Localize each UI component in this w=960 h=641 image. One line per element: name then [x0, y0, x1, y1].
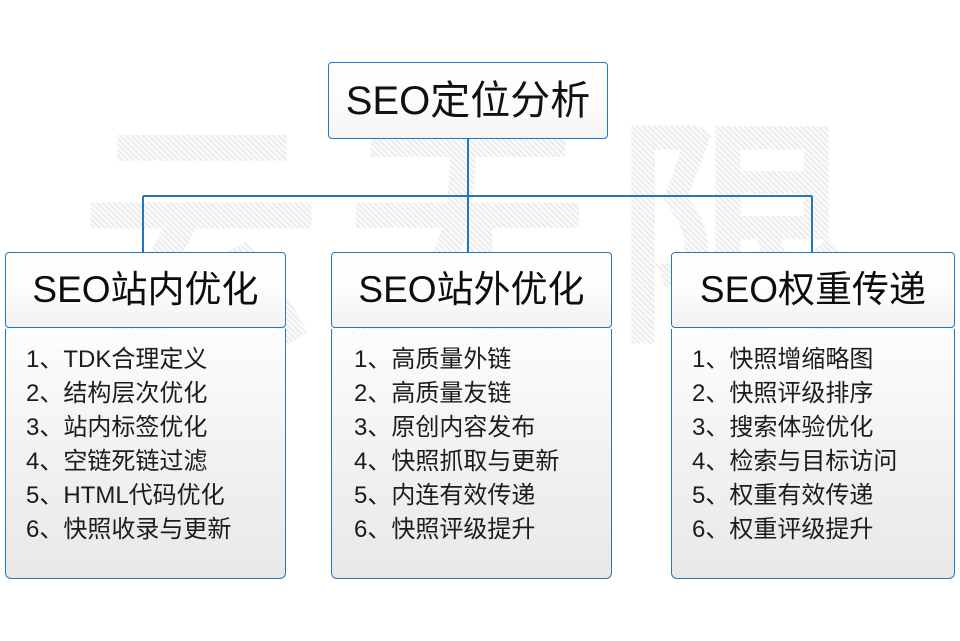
branch-list-3: 1、快照增缩略图 2、快照评级排序 3、搜索体验优化 4、检索与目标访问 5、权… [672, 343, 954, 547]
branch-column-2: SEO站外优化 1、高质量外链 2、高质量友链 3、原创内容发布 4、快照抓取与… [331, 252, 612, 579]
branch-header-2[interactable]: SEO站外优化 [331, 252, 612, 328]
list-item[interactable]: 6、快照收录与更新 [26, 516, 232, 543]
branch-list-1: 1、TDK合理定义 2、结构层次优化 3、站内标签优化 4、空链死链过滤 5、H… [6, 343, 285, 547]
list-item[interactable]: 5、内连有效传递 [354, 482, 536, 509]
list-item[interactable]: 3、原创内容发布 [354, 414, 536, 441]
branch-header-3[interactable]: SEO权重传递 [671, 252, 955, 328]
list-item[interactable]: 5、HTML代码优化 [26, 482, 225, 509]
list-item[interactable]: 6、权重评级提升 [692, 516, 874, 543]
branch-column-3: SEO权重传递 1、快照增缩略图 2、快照评级排序 3、搜索体验优化 4、检索与… [671, 252, 955, 579]
list-item[interactable]: 2、高质量友链 [354, 380, 512, 407]
branch-body-1: 1、TDK合理定义 2、结构层次优化 3、站内标签优化 4、空链死链过滤 5、H… [5, 329, 286, 579]
list-item[interactable]: 2、结构层次优化 [26, 380, 208, 407]
list-item[interactable]: 1、高质量外链 [354, 346, 512, 373]
list-item[interactable]: 1、TDK合理定义 [26, 346, 208, 373]
branch-header-label-2: SEO站外优化 [358, 269, 585, 310]
branch-body-3: 1、快照增缩略图 2、快照评级排序 3、搜索体验优化 4、检索与目标访问 5、权… [671, 329, 955, 579]
branch-column-1: SEO站内优化 1、TDK合理定义 2、结构层次优化 3、站内标签优化 4、空链… [5, 252, 286, 579]
list-item[interactable]: 3、站内标签优化 [26, 414, 208, 441]
branch-header-1[interactable]: SEO站内优化 [5, 252, 286, 328]
list-item[interactable]: 4、快照抓取与更新 [354, 448, 560, 475]
list-item[interactable]: 3、搜索体验优化 [692, 414, 874, 441]
branch-list-2: 1、高质量外链 2、高质量友链 3、原创内容发布 4、快照抓取与更新 5、内连有… [332, 343, 611, 547]
root-node-label: SEO定位分析 [345, 78, 591, 123]
branch-header-label-1: SEO站内优化 [32, 269, 259, 310]
list-item[interactable]: 2、快照评级排序 [692, 380, 874, 407]
root-node[interactable]: SEO定位分析 [328, 62, 608, 139]
list-item[interactable]: 6、快照评级提升 [354, 516, 536, 543]
list-item[interactable]: 1、快照增缩略图 [692, 346, 874, 373]
list-item[interactable]: 5、权重有效传递 [692, 482, 874, 509]
list-item[interactable]: 4、空链死链过滤 [26, 448, 208, 475]
list-item[interactable]: 4、检索与目标访问 [692, 448, 898, 475]
branch-body-2: 1、高质量外链 2、高质量友链 3、原创内容发布 4、快照抓取与更新 5、内连有… [331, 329, 612, 579]
branch-header-label-3: SEO权重传递 [699, 269, 927, 310]
